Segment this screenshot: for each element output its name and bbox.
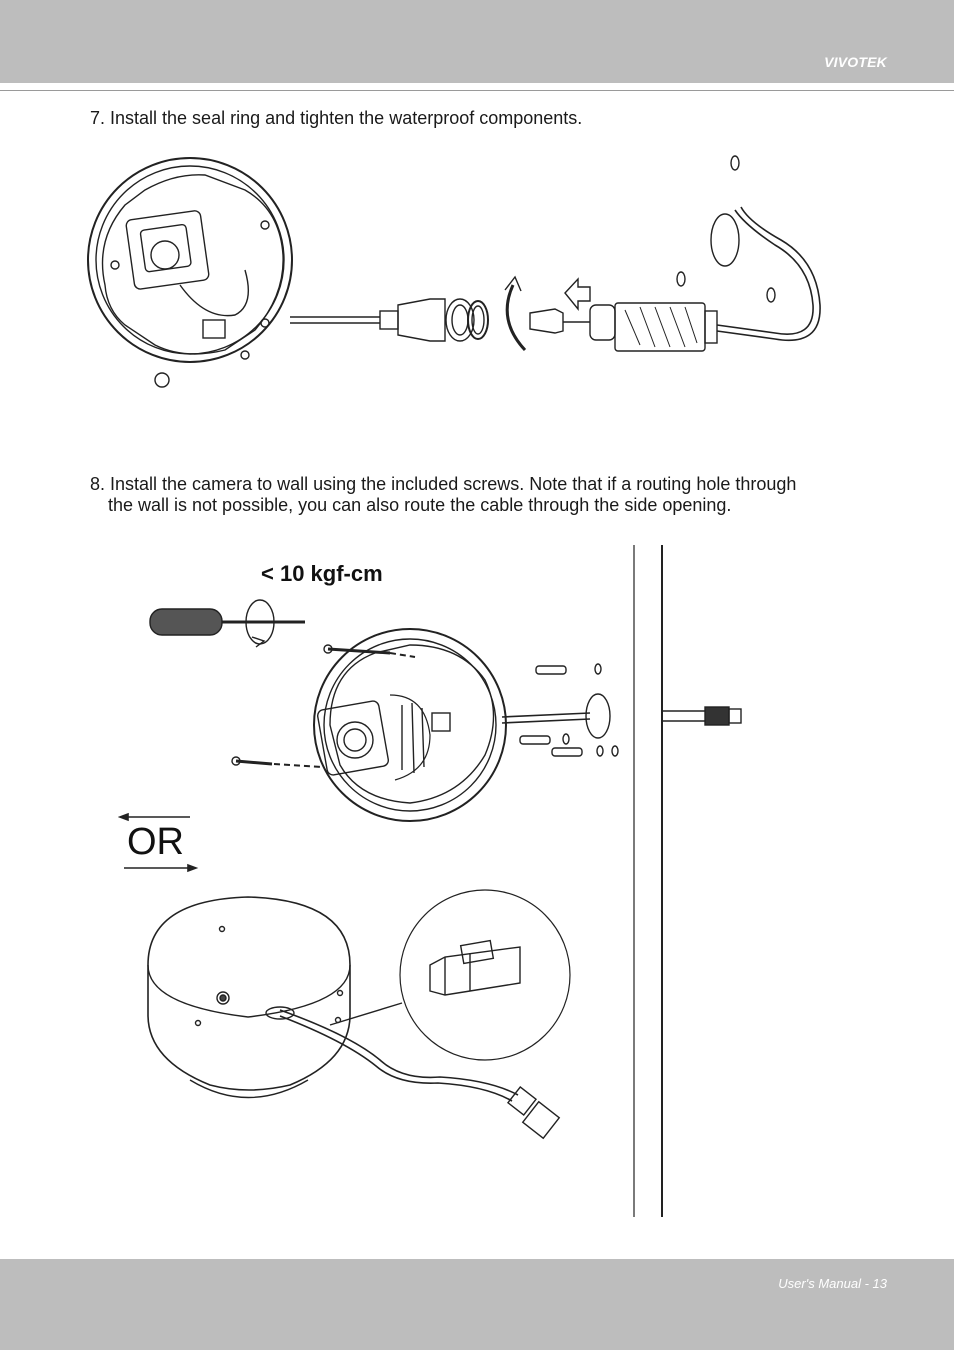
side-opening-illustration (147, 889, 571, 1140)
seal-ring-illustration (87, 155, 821, 388)
wall-section-lines (633, 845, 663, 1217)
step-8-line-1: 8. Install the camera to wall using the … (90, 474, 797, 494)
wall-mount-illustration (149, 545, 742, 845)
brand-name: VIVOTEK (824, 54, 887, 70)
torque-label: < 10 kgf-cm (261, 561, 383, 586)
or-arrows (118, 812, 199, 873)
step-7-instruction: 7. Install the seal ring and tighten the… (90, 108, 583, 128)
or-label: OR (127, 821, 184, 863)
page-footer: User's Manual - 13 (0, 1259, 954, 1350)
step-8-instruction: 8. Install the camera to wall using the … (90, 474, 880, 516)
step-8-line-2: the wall is not possible, you can also r… (108, 495, 732, 515)
header-divider (0, 90, 954, 91)
page-number: User's Manual - 13 (778, 1276, 887, 1291)
page-header: VIVOTEK (0, 0, 954, 83)
